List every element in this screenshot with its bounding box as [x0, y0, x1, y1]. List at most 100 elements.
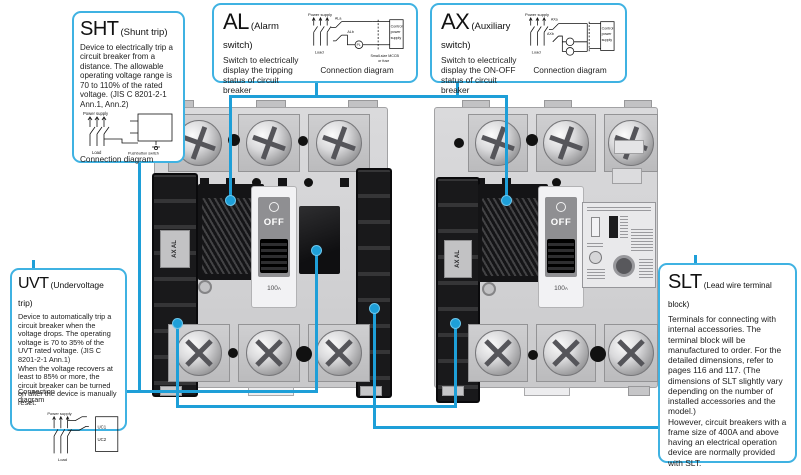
rating-label: 100A	[252, 285, 296, 292]
al-subtitle: (Alarm switch)	[223, 21, 279, 51]
terminal-screw	[176, 330, 222, 376]
terminal-screw	[316, 120, 362, 166]
terminal-top-3	[308, 114, 370, 172]
foot	[628, 386, 650, 396]
leader-sht-drop	[138, 163, 141, 393]
mount-hole	[482, 282, 496, 296]
terminal-bottom-3	[604, 324, 658, 382]
leader-dot-slt-right	[450, 318, 461, 329]
uvt-diagram-uc1-label: UC1	[98, 424, 107, 429]
slt-title-row: SLT(Lead wire terminal block)	[668, 271, 787, 312]
trip-unit-window	[591, 217, 600, 237]
circuit-breaker-right: AX AL OFF 100A	[432, 100, 660, 403]
sht-subtitle: (Shunt trip)	[120, 27, 168, 38]
adjustment-dial-small[interactable]	[589, 251, 602, 264]
leader-dot-sht-uvt-device	[311, 245, 322, 256]
vent	[476, 178, 485, 187]
al-title: AL	[223, 9, 249, 34]
terminal-screw	[475, 330, 521, 376]
al-diagram-col: Power supply Load ALa ALb PL Control pow…	[307, 9, 407, 77]
vent	[340, 178, 349, 187]
leader-slt-riser-right	[454, 325, 457, 408]
terminal-screw	[608, 330, 654, 376]
al-diagram-contact-b-label: ALb	[347, 30, 353, 34]
toggle-handle[interactable]	[260, 239, 288, 273]
leader-slt-riser-left	[176, 325, 179, 408]
vent-hole	[552, 178, 561, 187]
mounting-hole	[528, 350, 538, 360]
sht-title-row: SHT(Shunt trip)	[80, 18, 177, 41]
terminal-screw	[316, 330, 362, 376]
terminal-screw	[246, 330, 292, 376]
leader-slt-riser-mid	[373, 310, 376, 429]
uvt-callout: UVT(Undervoltage trip) Device to automat…	[10, 268, 127, 462]
slt-subtitle: (Lead wire terminal block)	[668, 281, 772, 309]
rating-unit: A	[277, 286, 281, 291]
sht-title: SHT	[80, 18, 119, 40]
trip-unit-text	[587, 243, 603, 248]
al-diagram-control-1: Control	[391, 24, 403, 28]
ax-diagram-contact-b-label: AXb	[547, 32, 554, 36]
leader-dot-right-pocket	[501, 195, 512, 206]
sht-caption: Connection diagram	[80, 155, 154, 165]
accessory-pocket	[198, 184, 264, 280]
al-diagram-load-label: Load	[315, 49, 324, 54]
off-symbol-icon	[556, 202, 566, 212]
vent-hole	[252, 178, 261, 187]
leader-slt-rail-1	[176, 405, 457, 408]
ax-body: Switch to electrically display the ON-OF…	[441, 55, 517, 96]
leader-al-stub	[315, 83, 318, 98]
sht-connection-diagram: Power supply Load Pushbutton switch	[83, 111, 173, 155]
terminal-bottom-2	[238, 324, 300, 382]
mounting-hole	[590, 346, 606, 362]
leader-slt-top-stub	[694, 255, 697, 263]
slt-title: SLT	[668, 271, 702, 293]
terminal-bottom-1	[468, 324, 528, 382]
ax-diagram-contact-a-label: AXa	[551, 18, 559, 22]
toggle-handle[interactable]	[547, 239, 575, 273]
slt-terminal-block-left	[436, 177, 480, 403]
uvt-title: UVT	[18, 275, 49, 292]
toggle-rocker[interactable]: OFF	[545, 197, 577, 277]
rating-unit: A	[564, 286, 568, 291]
al-callout: AL(Alarm switch) Switch to electrically …	[212, 3, 418, 95]
label-plate	[612, 168, 642, 184]
ax-diagram-col: Power supply Load AXa AXb Control power …	[524, 9, 616, 77]
mounting-hole	[228, 348, 238, 358]
sht-body: Device to electrically trip a circuit br…	[80, 43, 173, 109]
al-diagram-control-3: supply	[391, 36, 402, 40]
trip-unit-switch[interactable]	[609, 216, 618, 238]
al-diagram-contact-a-label: ALa	[335, 17, 342, 21]
mounting-hole	[298, 136, 308, 146]
trip-unit-text	[631, 229, 653, 253]
din-clip	[524, 387, 570, 396]
ax-title: AX	[441, 9, 470, 34]
ribbon-cable	[202, 198, 260, 274]
leader-dot-left-pocket	[225, 195, 236, 206]
trip-unit-scale	[620, 216, 628, 238]
ax-diagram-power-label: Power supply	[525, 12, 549, 17]
slt-body-2: However, circuit breakers with a frame s…	[668, 416, 787, 468]
terminal-top-2	[536, 114, 596, 172]
uvt-caption: Connection diagram	[18, 387, 55, 405]
leader-drop-right-pocket	[505, 95, 508, 201]
leader-top-rail	[229, 95, 508, 98]
foot	[442, 386, 464, 396]
accessory-sticker: AX AL	[160, 230, 190, 268]
off-label: OFF	[263, 217, 285, 228]
al-body: Switch to electrically display the tripp…	[223, 55, 299, 96]
accessory-sticker-label: AX AL	[172, 240, 178, 258]
ax-diagram-control-2: power	[602, 32, 613, 36]
accessory-sticker: AX AL	[444, 240, 472, 278]
leader-uvt-rail	[127, 390, 318, 393]
sht-diagram-power-label: Power supply	[83, 111, 109, 116]
leader-uvt-top-stub	[32, 260, 35, 268]
adjustment-dial[interactable]	[613, 255, 635, 277]
electronic-trip-unit	[582, 202, 656, 288]
accessory-pocket	[478, 184, 548, 282]
terminal-screw	[543, 330, 589, 376]
uvt-subtitle: (Undervoltage trip)	[18, 280, 104, 308]
ax-text-col: AX(Auxiliary switch) Switch to electrica…	[441, 9, 524, 95]
toggle-rocker[interactable]: OFF	[258, 197, 290, 277]
al-diagram-mccb-2: or fuse	[378, 59, 389, 63]
